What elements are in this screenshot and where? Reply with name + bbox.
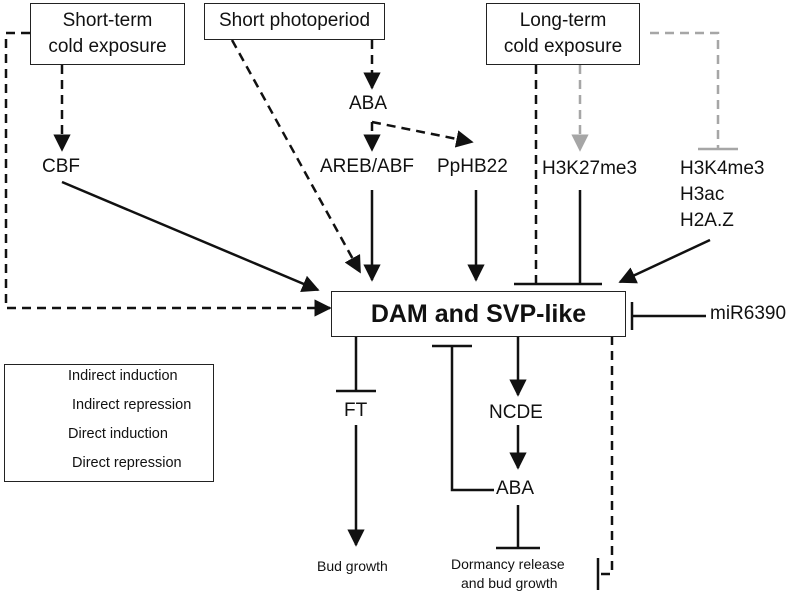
edge-cbf-dam bbox=[61, 180, 320, 292]
short-term-cold-line1: Short-term bbox=[62, 10, 153, 31]
ncde-label: NCDE bbox=[489, 402, 543, 423]
pphb22-label: PpHB22 bbox=[437, 156, 508, 177]
edge-longcold-h3k4 bbox=[650, 31, 720, 148]
bud-growth-label: Bud growth bbox=[317, 558, 388, 574]
dormancy-release-line2: and bud growth bbox=[461, 575, 558, 591]
edge-histone-dam bbox=[618, 238, 711, 284]
h3ac-label: H3ac bbox=[680, 184, 725, 205]
aba-top-label: ABA bbox=[349, 93, 388, 114]
areb-abf-label: AREB/ABF bbox=[320, 156, 414, 177]
long-term-cold-line1: Long-term bbox=[519, 10, 607, 31]
long-term-cold-box: Long-term cold exposure bbox=[486, 3, 640, 65]
edge-dam-dormancy bbox=[598, 336, 614, 576]
dormancy-release-line1: Dormancy release bbox=[451, 556, 565, 572]
h2az-label: H2A.Z bbox=[680, 210, 734, 231]
legend-direct-induction: Direct induction bbox=[68, 426, 168, 442]
edge-aba-pphb22 bbox=[371, 120, 474, 148]
cbf-label: CBF bbox=[42, 156, 80, 177]
legend-indirect-induction: Indirect induction bbox=[68, 368, 178, 384]
long-term-cold-line2: cold exposure bbox=[503, 36, 623, 57]
aba-bottom-label: ABA bbox=[496, 478, 535, 499]
h3k4me3-label: H3K4me3 bbox=[680, 158, 765, 179]
short-term-cold-box: Short-term cold exposure bbox=[30, 3, 185, 65]
legend-indirect-repression: Indirect repression bbox=[72, 397, 192, 413]
dam-svp-like-box: DAM and SVP-like bbox=[331, 291, 626, 337]
mir6390-label: miR6390 bbox=[710, 303, 787, 324]
legend-box bbox=[4, 364, 214, 482]
ft-label: FT bbox=[344, 400, 368, 421]
short-term-cold-line2: cold exposure bbox=[48, 36, 167, 57]
h3k27me3-label: H3K27me3 bbox=[542, 158, 638, 179]
legend-direct-repression: Direct repression bbox=[72, 455, 182, 471]
dam-svp-like-label: DAM and SVP-like bbox=[370, 300, 587, 328]
short-photoperiod-label: Short photoperiod bbox=[218, 10, 371, 31]
edge-aba-dam-feedback bbox=[450, 346, 494, 492]
short-photoperiod-box: Short photoperiod bbox=[204, 3, 385, 40]
